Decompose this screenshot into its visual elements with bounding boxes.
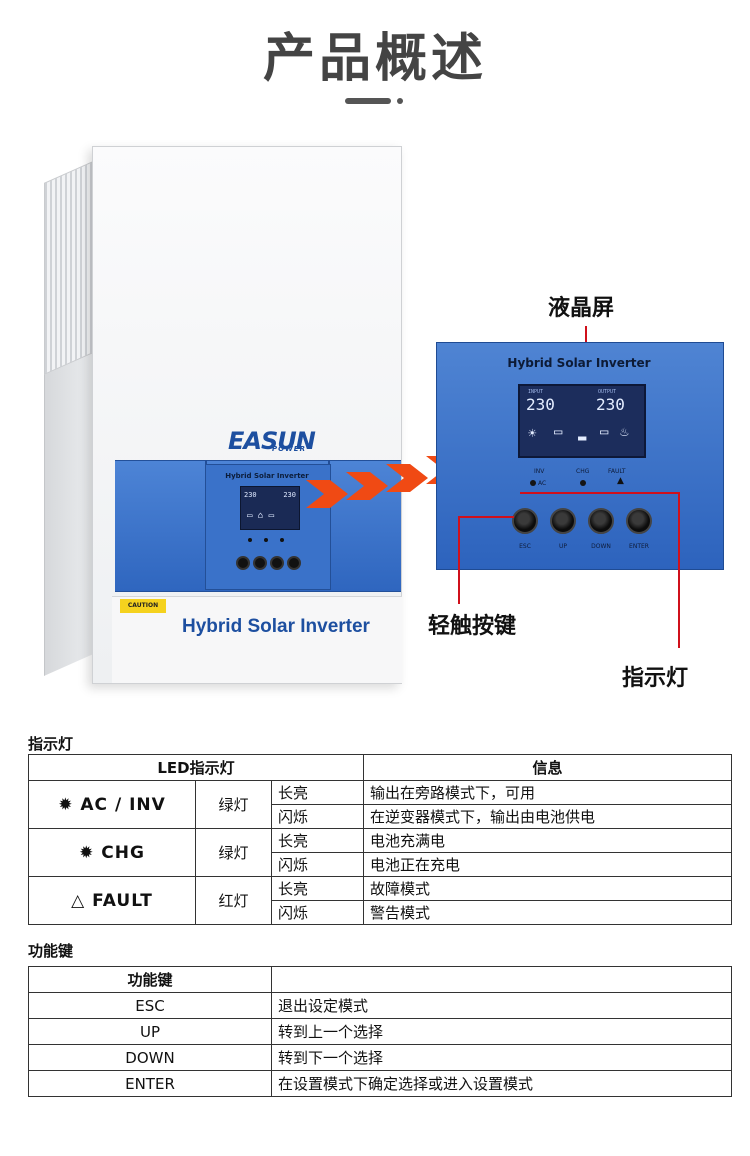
key-desc: 在设置模式下确定选择或进入设置模式: [271, 1070, 732, 1097]
key-enter-button[interactable]: [626, 508, 652, 534]
fault-warning-icon: ▲: [617, 476, 624, 486]
caution-sticker: CAUTION: [120, 599, 166, 613]
control-panel-title: Hybrid Solar Inverter: [507, 356, 651, 370]
key-col-header: 功能键: [28, 966, 272, 993]
inverter-icon: ▭: [554, 424, 563, 440]
page-title: 产品概述: [262, 29, 487, 89]
led-label-inv: INV: [534, 468, 545, 475]
led-info: 电池正在充电: [363, 852, 732, 877]
mini-button-enter: [287, 556, 301, 570]
model-name: Hybrid Solar Inverter: [182, 616, 370, 637]
key-up-button[interactable]: [550, 508, 576, 534]
key-esc-button[interactable]: [512, 508, 538, 534]
led-state: 闪烁: [271, 852, 364, 877]
key-down-button[interactable]: [588, 508, 614, 534]
led-label-fault: FAULT: [608, 468, 626, 475]
mini-button-up: [253, 556, 267, 570]
bulb-icon: ♨: [620, 424, 629, 440]
title-underline: [345, 98, 391, 104]
table-row: ✹ AC / INV 绿灯 长亮 输出在旁路模式下，可用: [28, 780, 732, 829]
key-name: DOWN: [28, 1044, 272, 1071]
key-down-label: DOWN: [591, 543, 611, 550]
key-desc: 转到下一个选择: [271, 1044, 732, 1071]
table-row: △ FAULT 红灯 长亮 故障模式: [28, 876, 732, 925]
chevron-arrow-icon: [346, 472, 388, 500]
keys-callout-line-h: [458, 516, 514, 518]
led-state: 长亮: [271, 876, 364, 901]
led-chg: [580, 480, 586, 486]
table-row: 闪烁 警告模式: [29, 900, 732, 925]
keys-callout-line-v: [458, 516, 460, 604]
sun-icon: ✹: [58, 794, 74, 815]
indicator-callout-line-h: [520, 492, 680, 494]
led-color: 绿灯: [195, 780, 272, 829]
function-key-table: 功能键 ESC 退出设定模式 UP 转到上一个选择 DOWN 转到下一个选择 E…: [28, 966, 732, 1097]
warning-triangle-icon: △: [71, 890, 86, 911]
brand-logo: EASUN POWER: [228, 427, 316, 455]
solar-icon: ☀: [528, 426, 537, 442]
table-row: 闪烁 电池正在充电: [29, 852, 732, 877]
table-row: ENTER 在设置模式下确定选择或进入设置模式: [28, 1070, 732, 1097]
indicator-callout-line-v: [678, 492, 680, 648]
mini-panel-title: Hybrid Solar Inverter: [225, 472, 309, 480]
led-inv: [530, 480, 536, 486]
chevron-arrow-icon: [386, 464, 428, 492]
table-row: DOWN 转到下一个选择: [28, 1044, 732, 1071]
key-esc-label: ESC: [519, 543, 531, 550]
led-name-chg: ✹ CHG: [28, 828, 196, 877]
led-info: 电池充满电: [363, 828, 732, 853]
key-desc: 转到上一个选择: [271, 1018, 732, 1045]
led-info: 在逆变器模式下，输出由电池供电: [363, 804, 732, 829]
led-name-ac-inv: ✹ AC / INV: [28, 780, 196, 829]
indicator-callout-label: 指示灯: [622, 666, 689, 691]
inverter-front: [92, 146, 402, 684]
led-indicator-table: LED指示灯 信息 ✹ AC / INV 绿灯 长亮 输出在旁路模式下，可用 闪…: [28, 754, 732, 925]
mini-lcd-screen: 230 230 ▭ ⌂ ▭: [240, 486, 300, 530]
key-name: UP: [28, 1018, 272, 1045]
desc-col-header: [271, 966, 732, 993]
key-up-label: UP: [558, 543, 567, 550]
led-color: 红灯: [195, 876, 272, 925]
led-info: 故障模式: [363, 876, 732, 901]
load-icon: ▭: [600, 424, 609, 440]
led-col-header: LED指示灯: [28, 754, 364, 781]
led-label-ac: AC: [538, 480, 547, 487]
led-state: 长亮: [271, 780, 364, 805]
key-desc: 退出设定模式: [271, 992, 732, 1019]
battery-icon: ▬: [578, 430, 587, 446]
table-row: 闪烁 在逆变器模式下，输出由电池供电: [29, 804, 732, 829]
table-row: ESC 退出设定模式: [28, 992, 732, 1019]
led-color: 绿灯: [195, 828, 272, 877]
table-row: ✹ CHG 绿灯 长亮 电池充满电: [28, 828, 732, 877]
key-section-heading: 功能键: [28, 942, 74, 960]
mini-button-esc: [236, 556, 250, 570]
table-row: UP 转到上一个选择: [28, 1018, 732, 1045]
key-enter-label: ENTER: [629, 543, 649, 550]
key-name: ENTER: [28, 1070, 272, 1097]
mini-led-row: [246, 538, 290, 544]
led-label-chg: CHG: [576, 468, 590, 475]
sun-icon: ✹: [79, 842, 95, 863]
led-name-fault: △ FAULT: [28, 876, 196, 925]
led-state: 长亮: [271, 828, 364, 853]
led-info: 输出在旁路模式下，可用: [363, 780, 732, 805]
chevron-arrow-icon: [306, 480, 348, 508]
led-info: 警告模式: [363, 900, 732, 925]
keys-callout-label: 轻触按键: [428, 614, 517, 639]
lcd-callout-label: 液晶屏: [548, 296, 615, 321]
led-state: 闪烁: [271, 804, 364, 829]
title-underline-dot: [397, 98, 403, 104]
key-name: ESC: [28, 992, 272, 1019]
lcd-screen: INPUT OUTPUT 230 230 ☀ ▭ ▬ ▭ ♨: [518, 384, 646, 458]
led-section-heading: 指示灯: [28, 735, 74, 753]
info-col-header: 信息: [363, 754, 732, 781]
mini-button-down: [270, 556, 284, 570]
led-state: 闪烁: [271, 900, 364, 925]
